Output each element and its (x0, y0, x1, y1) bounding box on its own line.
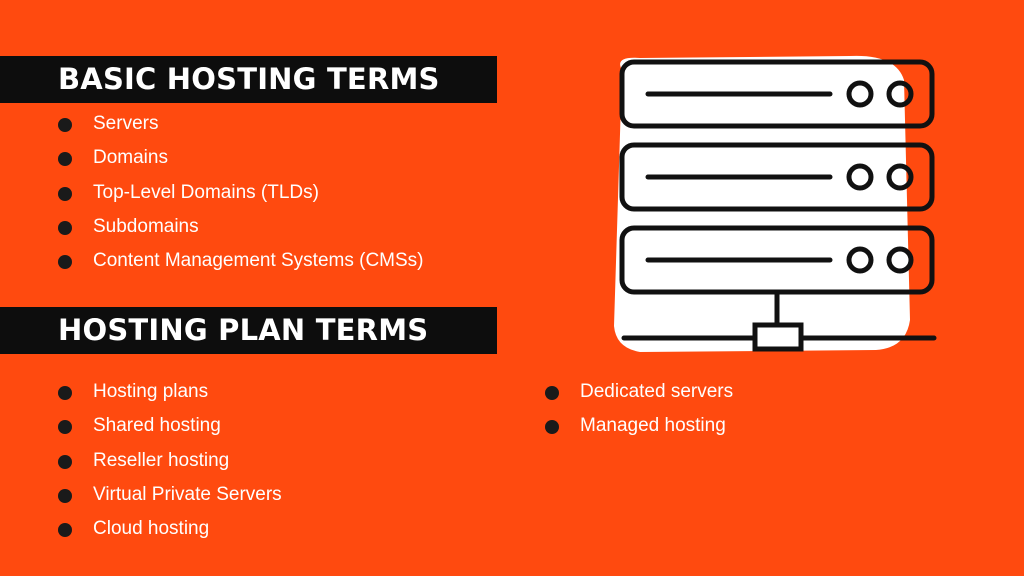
bullet-icon (58, 523, 72, 538)
basic-hosting-terms-heading: BASIC HOSTING TERMS (0, 56, 497, 103)
list-item-label: Subdomains (93, 215, 199, 237)
bullet-icon (58, 420, 72, 435)
list-item: Shared hosting (58, 413, 282, 447)
list-item-label: Domains (93, 147, 168, 169)
list-item-label: Reseller hosting (93, 449, 230, 471)
list-item: Virtual Private Servers (58, 482, 282, 516)
plan-terms-list-right: Dedicated servers Managed hosting (545, 379, 733, 448)
list-item: Servers (58, 111, 424, 145)
list-item-label: Shared hosting (93, 415, 221, 437)
list-item: Content Management Systems (CMSs) (58, 248, 424, 282)
server-rack-icon (614, 55, 937, 352)
list-item-label: Cloud hosting (93, 518, 210, 540)
bullet-icon (58, 454, 72, 469)
list-item-label: Servers (93, 113, 159, 134)
list-item-label: Top-Level Domains (TLDs) (93, 181, 319, 203)
list-item: Managed hosting (545, 413, 733, 447)
plan-terms-list-left: Hosting plans Shared hosting Reseller ho… (58, 379, 282, 550)
bullet-icon (545, 420, 559, 435)
list-item: Top-Level Domains (TLDs) (58, 180, 424, 214)
list-item: Cloud hosting (58, 516, 282, 550)
bullet-icon (58, 488, 72, 503)
bullet-icon (58, 186, 72, 201)
list-item: Hosting plans (58, 379, 282, 413)
basic-terms-list: Servers Domains Top-Level Domains (TLDs)… (58, 111, 424, 282)
bullet-icon (58, 386, 72, 400)
bullet-icon (545, 386, 559, 400)
list-item: Subdomains (58, 214, 424, 248)
list-item: Reseller hosting (58, 448, 282, 482)
list-item-label: Content Management Systems (CMSs) (93, 250, 424, 272)
list-item: Dedicated servers (545, 379, 733, 413)
hosting-plan-terms-heading: HOSTING PLAN TERMS (0, 307, 497, 354)
list-item-label: Dedicated servers (580, 381, 734, 402)
bullet-icon (58, 255, 72, 270)
list-item-label: Hosting plans (93, 381, 209, 402)
bullet-icon (58, 220, 72, 235)
list-item-label: Managed hosting (580, 415, 726, 437)
list-item: Domains (58, 145, 424, 179)
list-item-label: Virtual Private Servers (93, 483, 282, 505)
bullet-icon (58, 118, 72, 132)
bullet-icon (58, 152, 72, 167)
